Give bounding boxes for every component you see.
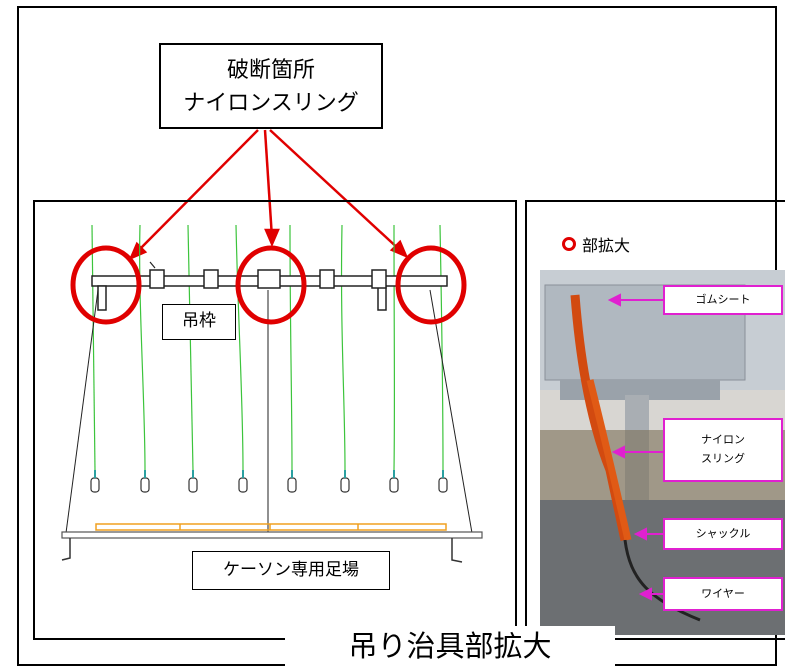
nylon-tag-line-2: スリング [701, 452, 745, 465]
callout-line-1: 破断箇所 [226, 58, 315, 83]
legend-label: 部拡大 [582, 236, 631, 255]
nylon-sling-tag: ナイロン スリング [663, 418, 783, 482]
legend: 部拡大 [562, 232, 630, 256]
diagram-panel [33, 200, 517, 640]
photo-panel [525, 200, 785, 640]
nylon-tag-line-1: ナイロン [701, 433, 745, 446]
figure-caption: 吊り治具部拡大 [285, 626, 615, 666]
frame-label: 吊枠 [162, 304, 236, 340]
shackle-tag: シャックル [663, 518, 783, 550]
wire-tag: ワイヤー [663, 577, 783, 611]
red-circle-icon [562, 237, 576, 251]
break-location-callout: 破断箇所 ナイロンスリング [159, 43, 383, 129]
scaffold-label: ケーソン専用足場 [192, 551, 390, 590]
callout-line-2: ナイロンスリング [183, 91, 359, 116]
rubber-sheet-tag: ゴムシート [663, 285, 783, 315]
